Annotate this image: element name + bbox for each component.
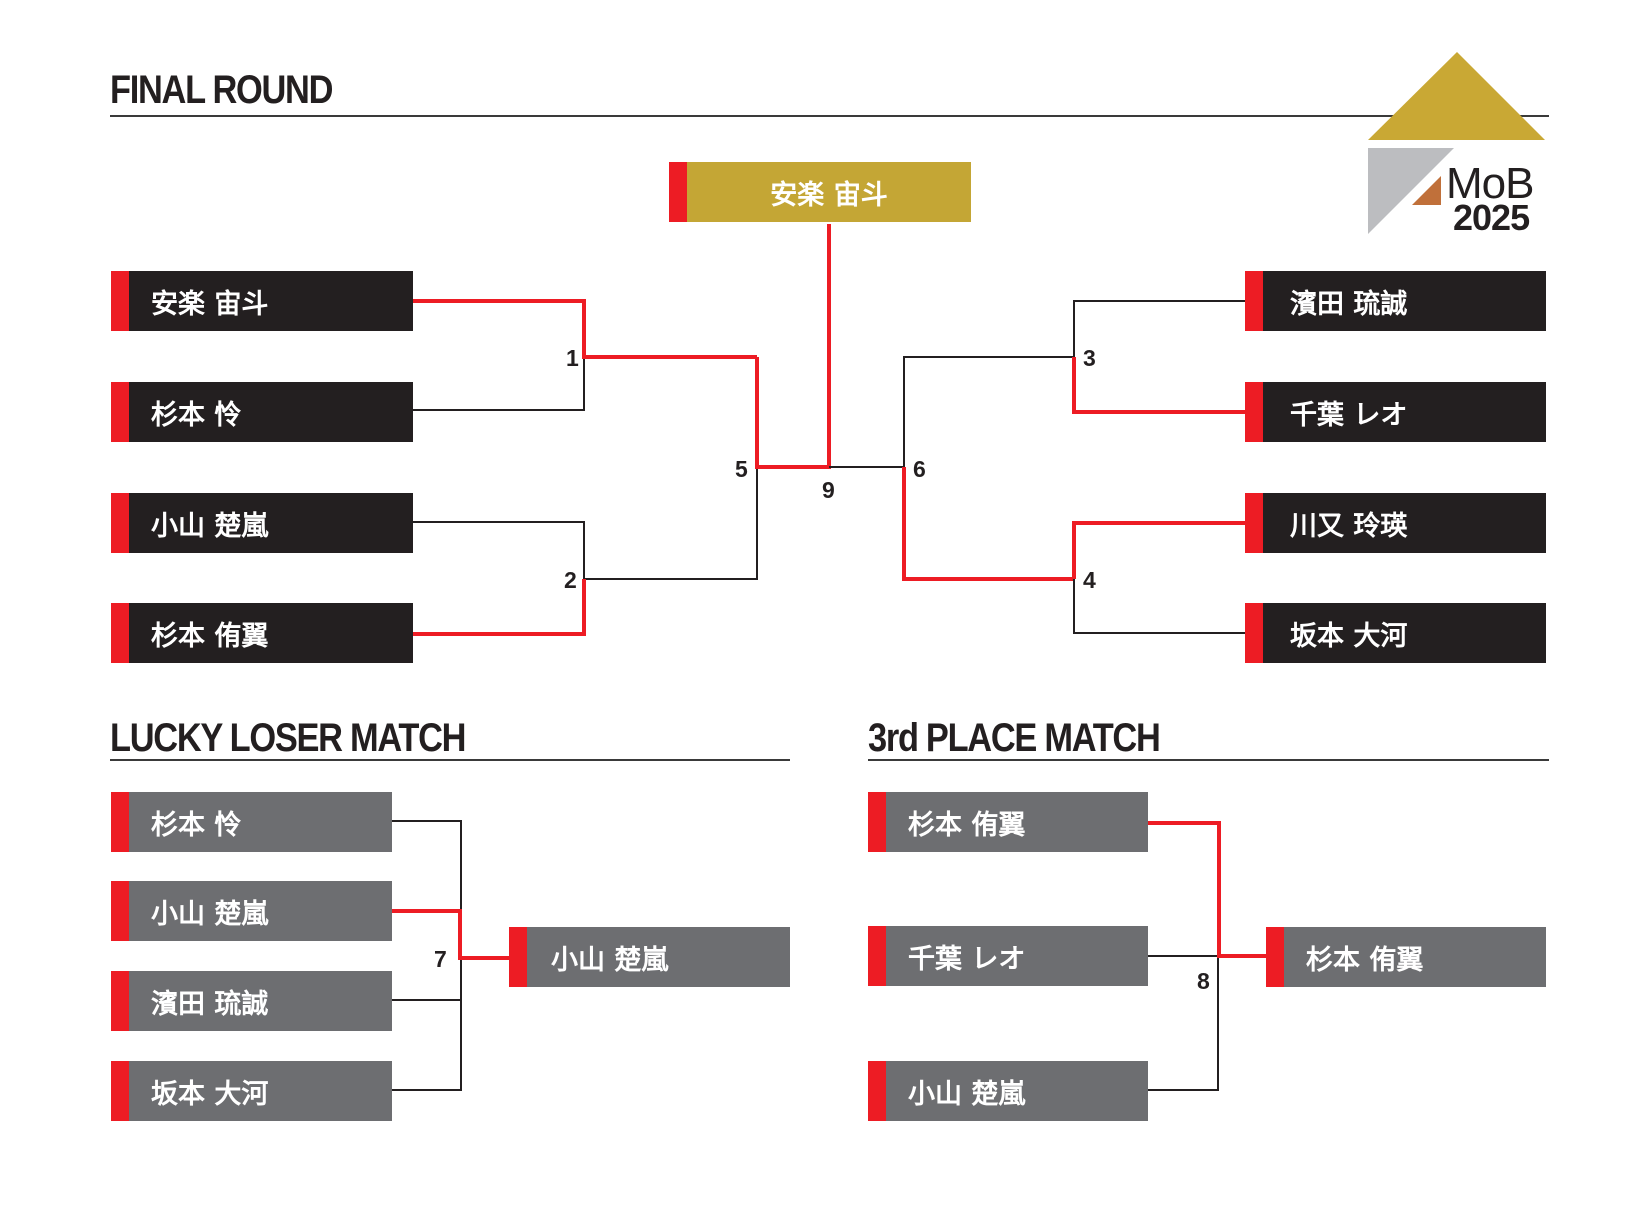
final-round-rule — [110, 115, 1549, 117]
lucky-loser-title: LUCKY LOSER MATCH — [110, 716, 466, 760]
match-number-8: 8 — [1197, 968, 1210, 994]
lucky-loser-slot-2: 小山 楚嵐 — [111, 881, 392, 941]
player-name: 坂本 大河 — [1290, 620, 1408, 652]
champion-box: 安楽 宙斗 — [669, 162, 971, 222]
match6-winner-line — [902, 467, 1074, 581]
slot-strip — [509, 927, 527, 987]
player-name: 小山 楚嵐 — [908, 1078, 1026, 1110]
player-name: 杉本 侑翼 — [151, 620, 269, 652]
match-number-2: 2 — [564, 567, 577, 593]
match2-loser-line — [413, 467, 758, 580]
player-name: 杉本 怜 — [151, 809, 242, 841]
slot-strip — [111, 792, 129, 852]
match6-loser-line — [903, 356, 1074, 467]
slot-strip — [1245, 271, 1263, 331]
player-name: 濱田 琉誠 — [1290, 288, 1408, 320]
player-name: 千葉 レオ — [908, 943, 1026, 975]
player-name: 坂本 大河 — [151, 1078, 269, 1110]
match7-loser-lines — [392, 820, 462, 1091]
match8-loser-lines — [1148, 955, 1219, 1091]
final-right-slot-3: 川又 玲瑛 — [1245, 493, 1546, 553]
lucky-loser-rule — [110, 759, 790, 761]
match-number-1: 1 — [566, 345, 579, 371]
lucky-loser-winner-box: 小山 楚嵐 — [509, 927, 790, 987]
logo-text-year: 2025 — [1453, 197, 1530, 238]
champion-name: 安楽 宙斗 — [770, 179, 888, 211]
slot-strip — [868, 926, 886, 986]
mob-2025-logo: MoB 2025 — [1368, 52, 1548, 237]
lucky-loser-slot-1: 杉本 怜 — [111, 792, 392, 852]
match1-winner-line — [413, 299, 757, 359]
player-name: 杉本 侑翼 — [1306, 944, 1424, 976]
lucky-loser-slot-3: 濱田 琉誠 — [111, 971, 392, 1031]
match3-winner-line — [1072, 357, 1245, 414]
match-number-3: 3 — [1083, 345, 1096, 371]
final-right-slot-4: 坂本 大河 — [1245, 603, 1546, 663]
match3-loser-line — [1073, 300, 1245, 357]
match4-winner-line — [1072, 521, 1245, 579]
slot-strip — [111, 971, 129, 1031]
slot-strip — [1245, 603, 1263, 663]
final-right-slot-2: 千葉 レオ — [1245, 382, 1546, 442]
match8-winner-line — [1148, 821, 1266, 958]
slot-strip — [111, 1061, 129, 1121]
player-name: 小山 楚嵐 — [151, 510, 269, 542]
player-name: 小山 楚嵐 — [151, 898, 269, 930]
slot-strip — [111, 382, 129, 442]
slot-strip — [111, 271, 129, 331]
slot-strip — [111, 603, 129, 663]
slot-strip — [111, 881, 129, 941]
logo-text-mob: MoB — [1446, 159, 1534, 208]
third-place-slot-1: 杉本 侑翼 — [868, 792, 1148, 852]
match1-loser-line — [413, 357, 585, 411]
match-number-5: 5 — [735, 456, 748, 482]
player-name: 濱田 琉誠 — [151, 988, 269, 1020]
lucky-loser-slot-4: 坂本 大河 — [111, 1061, 392, 1121]
player-name: 杉本 侑翼 — [908, 809, 1026, 841]
match-number-7: 7 — [434, 946, 447, 972]
slot-strip — [868, 1061, 886, 1121]
final-left-slot-3: 小山 楚嵐 — [111, 493, 413, 553]
match4-loser-line — [1073, 579, 1245, 634]
third-place-slot-3: 小山 楚嵐 — [868, 1061, 1148, 1121]
champion-strip — [669, 162, 687, 222]
third-place-rule — [868, 759, 1549, 761]
logo-mark-icon — [1368, 52, 1545, 234]
match-number-4: 4 — [1083, 567, 1096, 593]
final-round-title: FINAL ROUND — [110, 68, 333, 112]
player-name: 杉本 怜 — [151, 399, 242, 431]
match7-winner-line — [392, 909, 509, 960]
match-number-9: 9 — [822, 477, 835, 503]
third-place-slot-2: 千葉 レオ — [868, 926, 1148, 986]
third-place-title: 3rd PLACE MATCH — [868, 716, 1161, 760]
final-right-slot-1: 濱田 琉誠 — [1245, 271, 1546, 331]
slot-strip — [1245, 382, 1263, 442]
slot-strip — [1266, 927, 1284, 987]
match5-winner-line — [755, 224, 831, 469]
final-left-slot-4: 杉本 侑翼 — [111, 603, 413, 663]
match2-winner-line — [413, 579, 586, 636]
third-place-winner-box: 杉本 侑翼 — [1266, 927, 1546, 987]
match-number-6: 6 — [913, 456, 926, 482]
player-name: 小山 楚嵐 — [551, 944, 669, 976]
player-name: 川又 玲瑛 — [1290, 510, 1408, 542]
player-name: 安楽 宙斗 — [151, 288, 269, 320]
final-left-slot-1: 安楽 宙斗 — [111, 271, 413, 331]
slot-strip — [868, 792, 886, 852]
slot-strip — [111, 493, 129, 553]
slot-strip — [1245, 493, 1263, 553]
player-name: 千葉 レオ — [1290, 399, 1408, 431]
final-left-slot-2: 杉本 怜 — [111, 382, 413, 442]
